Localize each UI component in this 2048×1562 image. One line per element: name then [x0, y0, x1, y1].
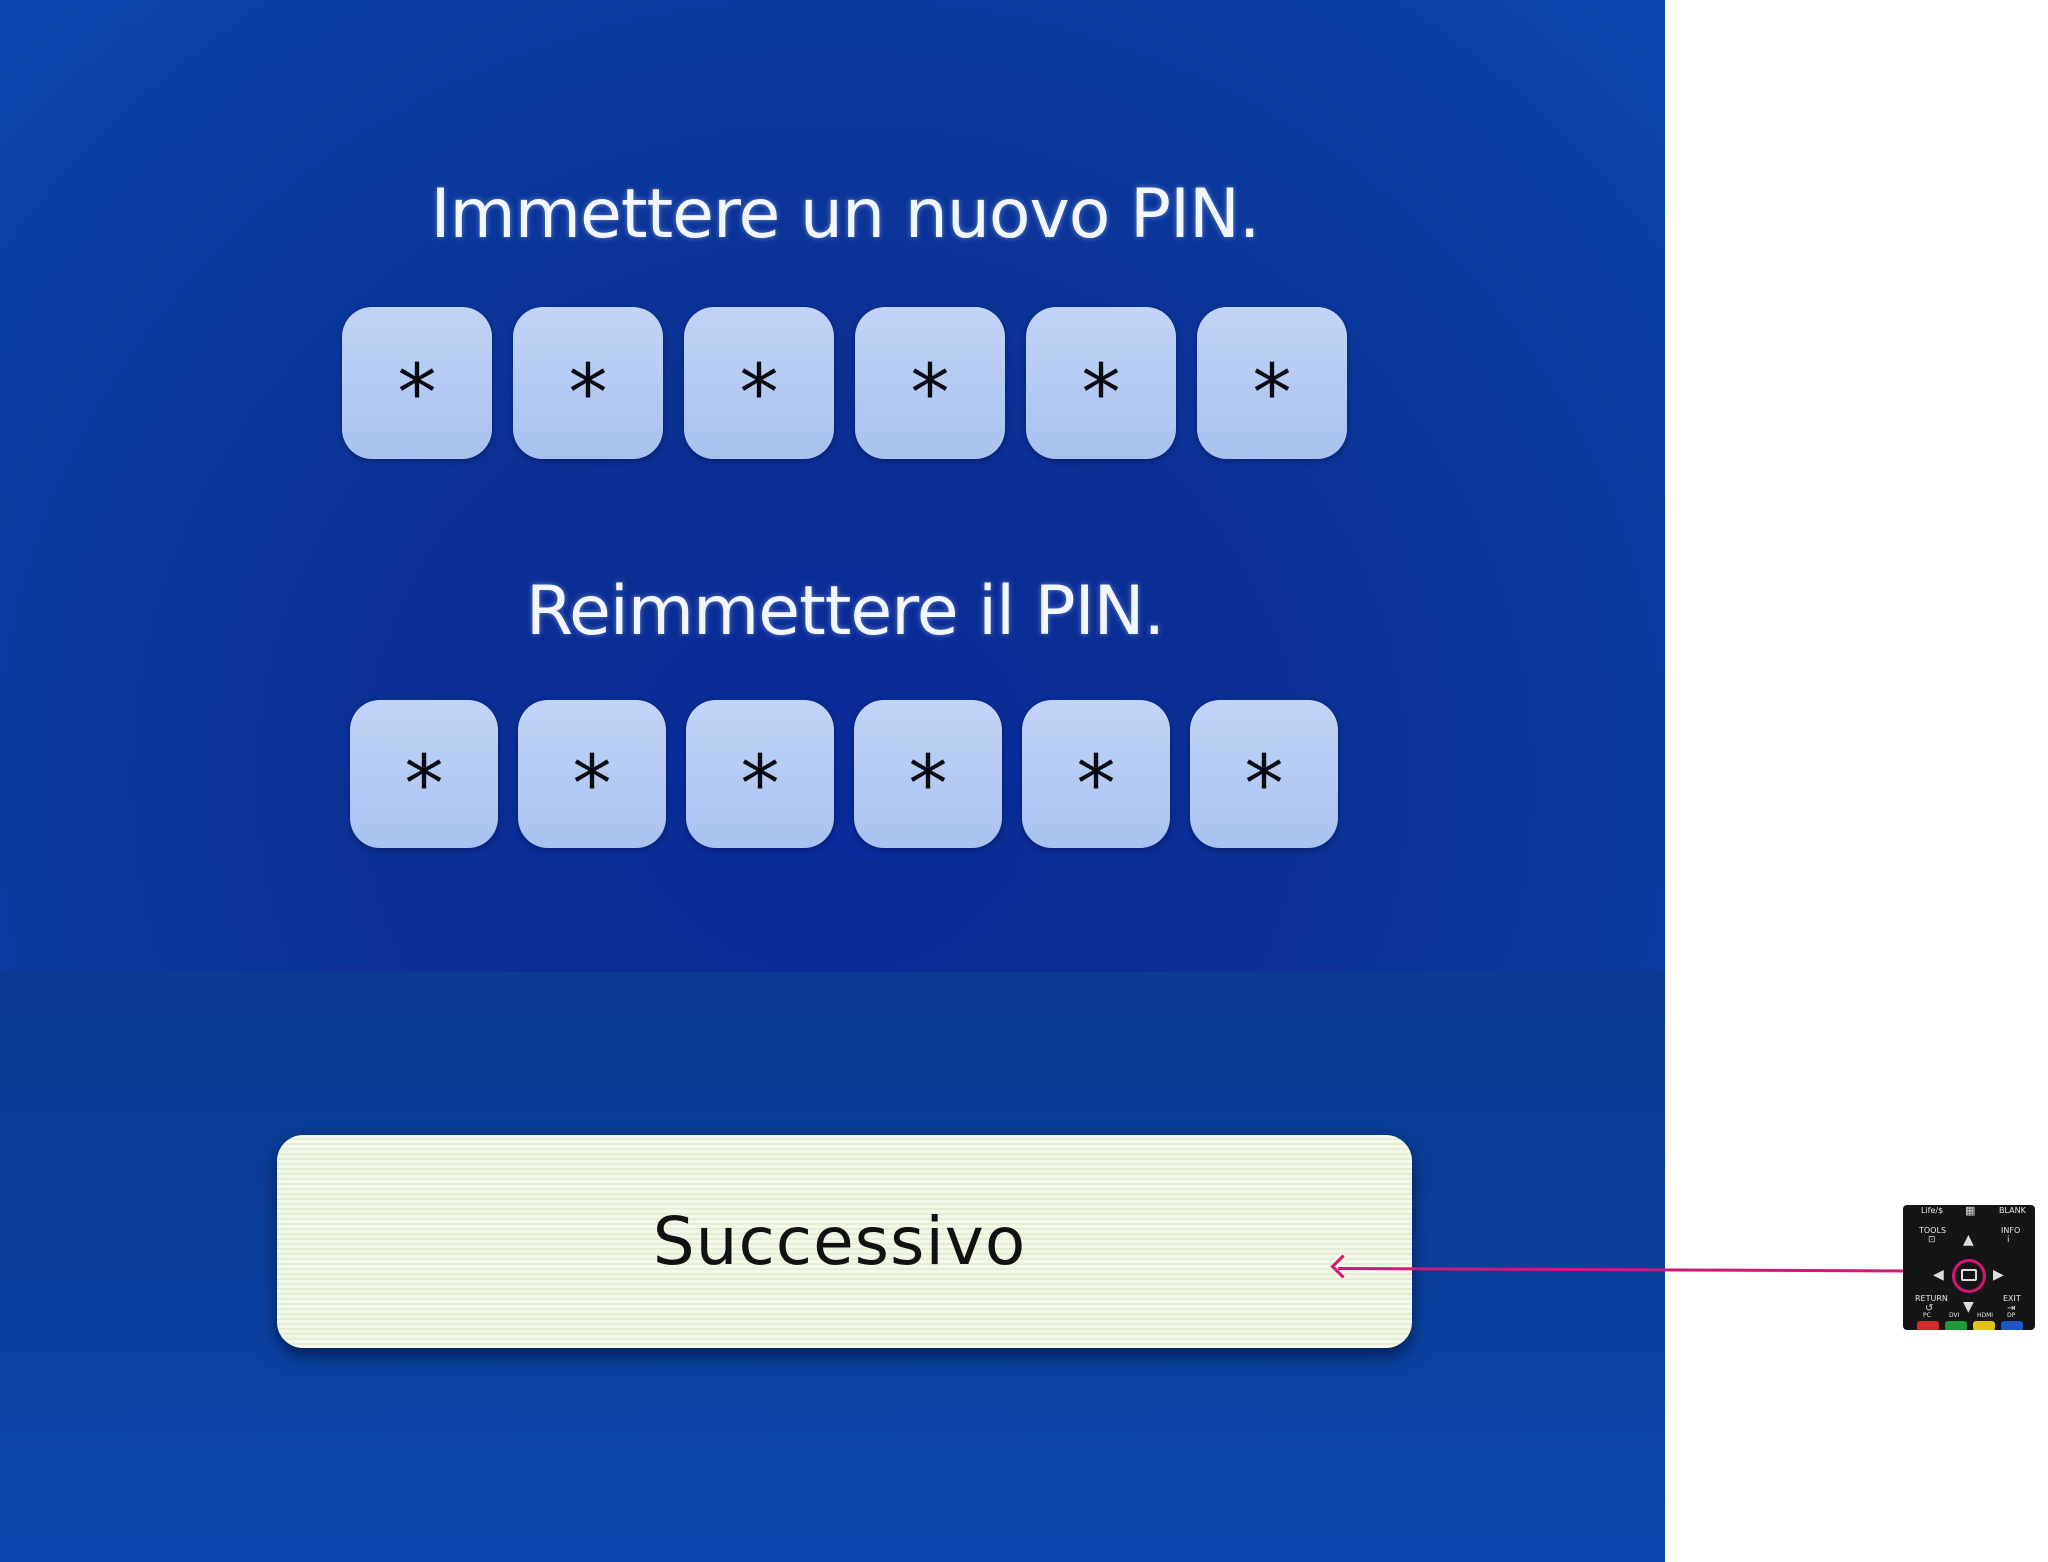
- exit-icon: ⇥: [2007, 1303, 2016, 1314]
- confirm-pin-digit-6[interactable]: *: [1190, 700, 1338, 848]
- remote-key-dp: DP: [2007, 1312, 2016, 1319]
- ok-highlight-ring: [1952, 1259, 1986, 1293]
- new-pin-digit-5[interactable]: *: [1026, 307, 1176, 459]
- arrow-right-icon: ▶: [1993, 1267, 2004, 1283]
- tv-screen: Immettere un nuovo PIN. * * * * * * Reim…: [0, 0, 1665, 1562]
- confirm-pin-row: * * * * * *: [350, 700, 1338, 848]
- remote-grid-icon: ▦: [1965, 1205, 1976, 1217]
- confirm-pin-digit-3[interactable]: *: [686, 700, 834, 848]
- red-color-key: [1917, 1321, 1939, 1330]
- ok-enter-icon: [1961, 1269, 1977, 1281]
- remote-key-tools: TOOLS: [1919, 1226, 1947, 1235]
- remote-key-info: INFO: [2001, 1226, 2021, 1235]
- new-pin-digit-2[interactable]: *: [513, 307, 663, 459]
- green-color-key: [1945, 1321, 1967, 1330]
- remote-key-pc: PC: [1923, 1312, 1931, 1319]
- remote-control-image: Life/$ ▦ BLANK TOOLS ⊡ ▲ INFO i ◀ ▶ RETU…: [1903, 1205, 2035, 1330]
- arrow-up-icon: ▲: [1963, 1232, 1974, 1248]
- arrow-down-icon: ▼: [1963, 1299, 1974, 1315]
- confirm-pin-digit-2[interactable]: *: [518, 700, 666, 848]
- remote-key-dvi: DVI: [1949, 1312, 1960, 1319]
- confirm-pin-prompt: Reimmettere il PIN.: [525, 572, 1165, 651]
- next-button[interactable]: Successivo: [277, 1135, 1412, 1348]
- new-pin-digit-4[interactable]: *: [855, 307, 1005, 459]
- yellow-color-key: [1973, 1321, 1995, 1330]
- remote-key-life: Life/$: [1921, 1206, 1944, 1215]
- blue-color-key: [2001, 1321, 2023, 1330]
- new-pin-digit-6[interactable]: *: [1197, 307, 1347, 459]
- remote-key-blank: BLANK: [1999, 1206, 2026, 1215]
- remote-key-return: RETURN: [1915, 1294, 1948, 1303]
- arrow-left-icon: ◀: [1933, 1267, 1944, 1283]
- tools-icon: ⊡: [1928, 1235, 1936, 1245]
- return-icon: ↺: [1925, 1303, 1934, 1314]
- confirm-pin-digit-4[interactable]: *: [854, 700, 1002, 848]
- new-pin-prompt: Immettere un nuovo PIN.: [430, 175, 1260, 254]
- remote-key-hdmi: HDMI: [1977, 1312, 1994, 1319]
- new-pin-digit-3[interactable]: *: [684, 307, 834, 459]
- confirm-pin-digit-1[interactable]: *: [350, 700, 498, 848]
- new-pin-digit-1[interactable]: *: [342, 307, 492, 459]
- confirm-pin-digit-5[interactable]: *: [1022, 700, 1170, 848]
- info-icon: i: [2007, 1235, 2010, 1245]
- remote-key-exit: EXIT: [2003, 1294, 2021, 1303]
- new-pin-row: * * * * * *: [342, 307, 1347, 459]
